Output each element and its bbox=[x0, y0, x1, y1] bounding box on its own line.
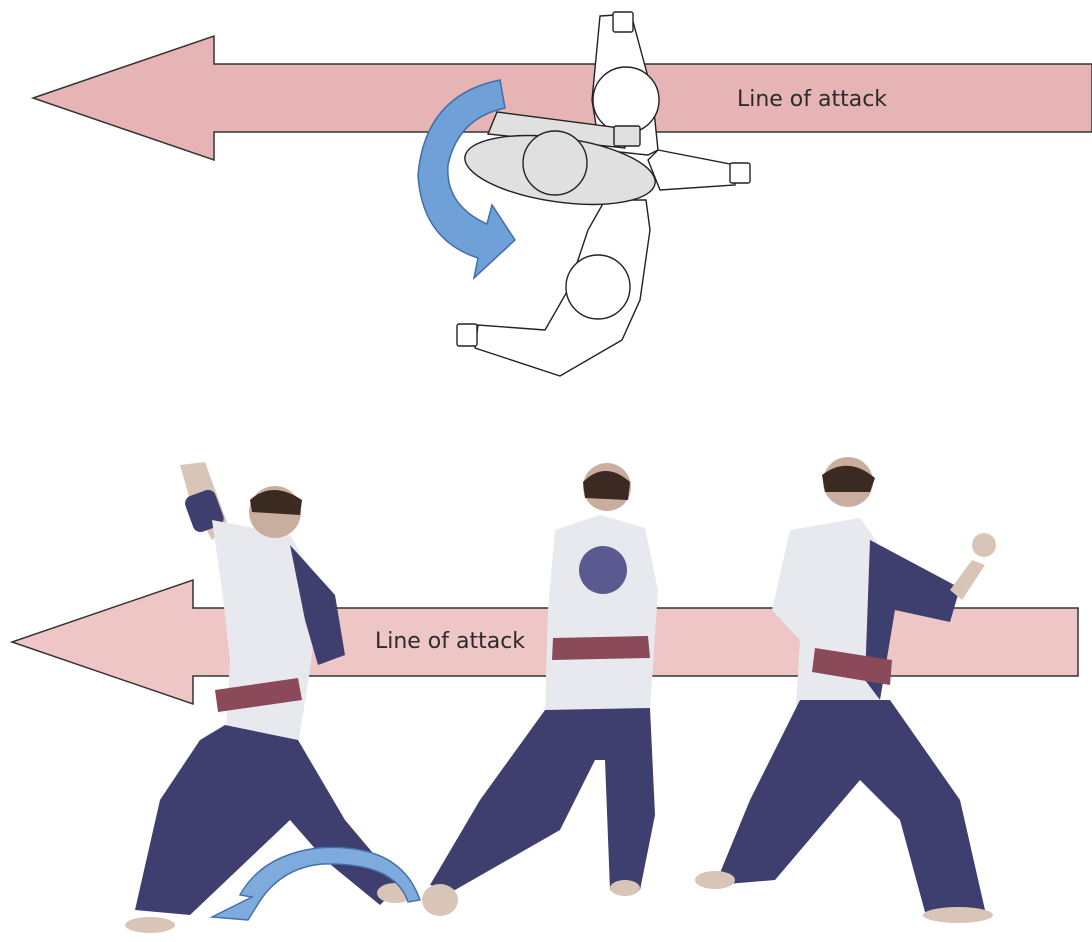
top-panel: Line of attack bbox=[33, 12, 1092, 376]
bottom-arrow-label: Line of attack bbox=[375, 629, 525, 654]
top-arrow-label: Line of attack bbox=[737, 87, 887, 112]
bottom-panel: Line of attack bbox=[12, 457, 1078, 933]
person-2 bbox=[422, 463, 658, 916]
person-3 bbox=[695, 457, 996, 923]
top-figure-center bbox=[460, 112, 659, 215]
